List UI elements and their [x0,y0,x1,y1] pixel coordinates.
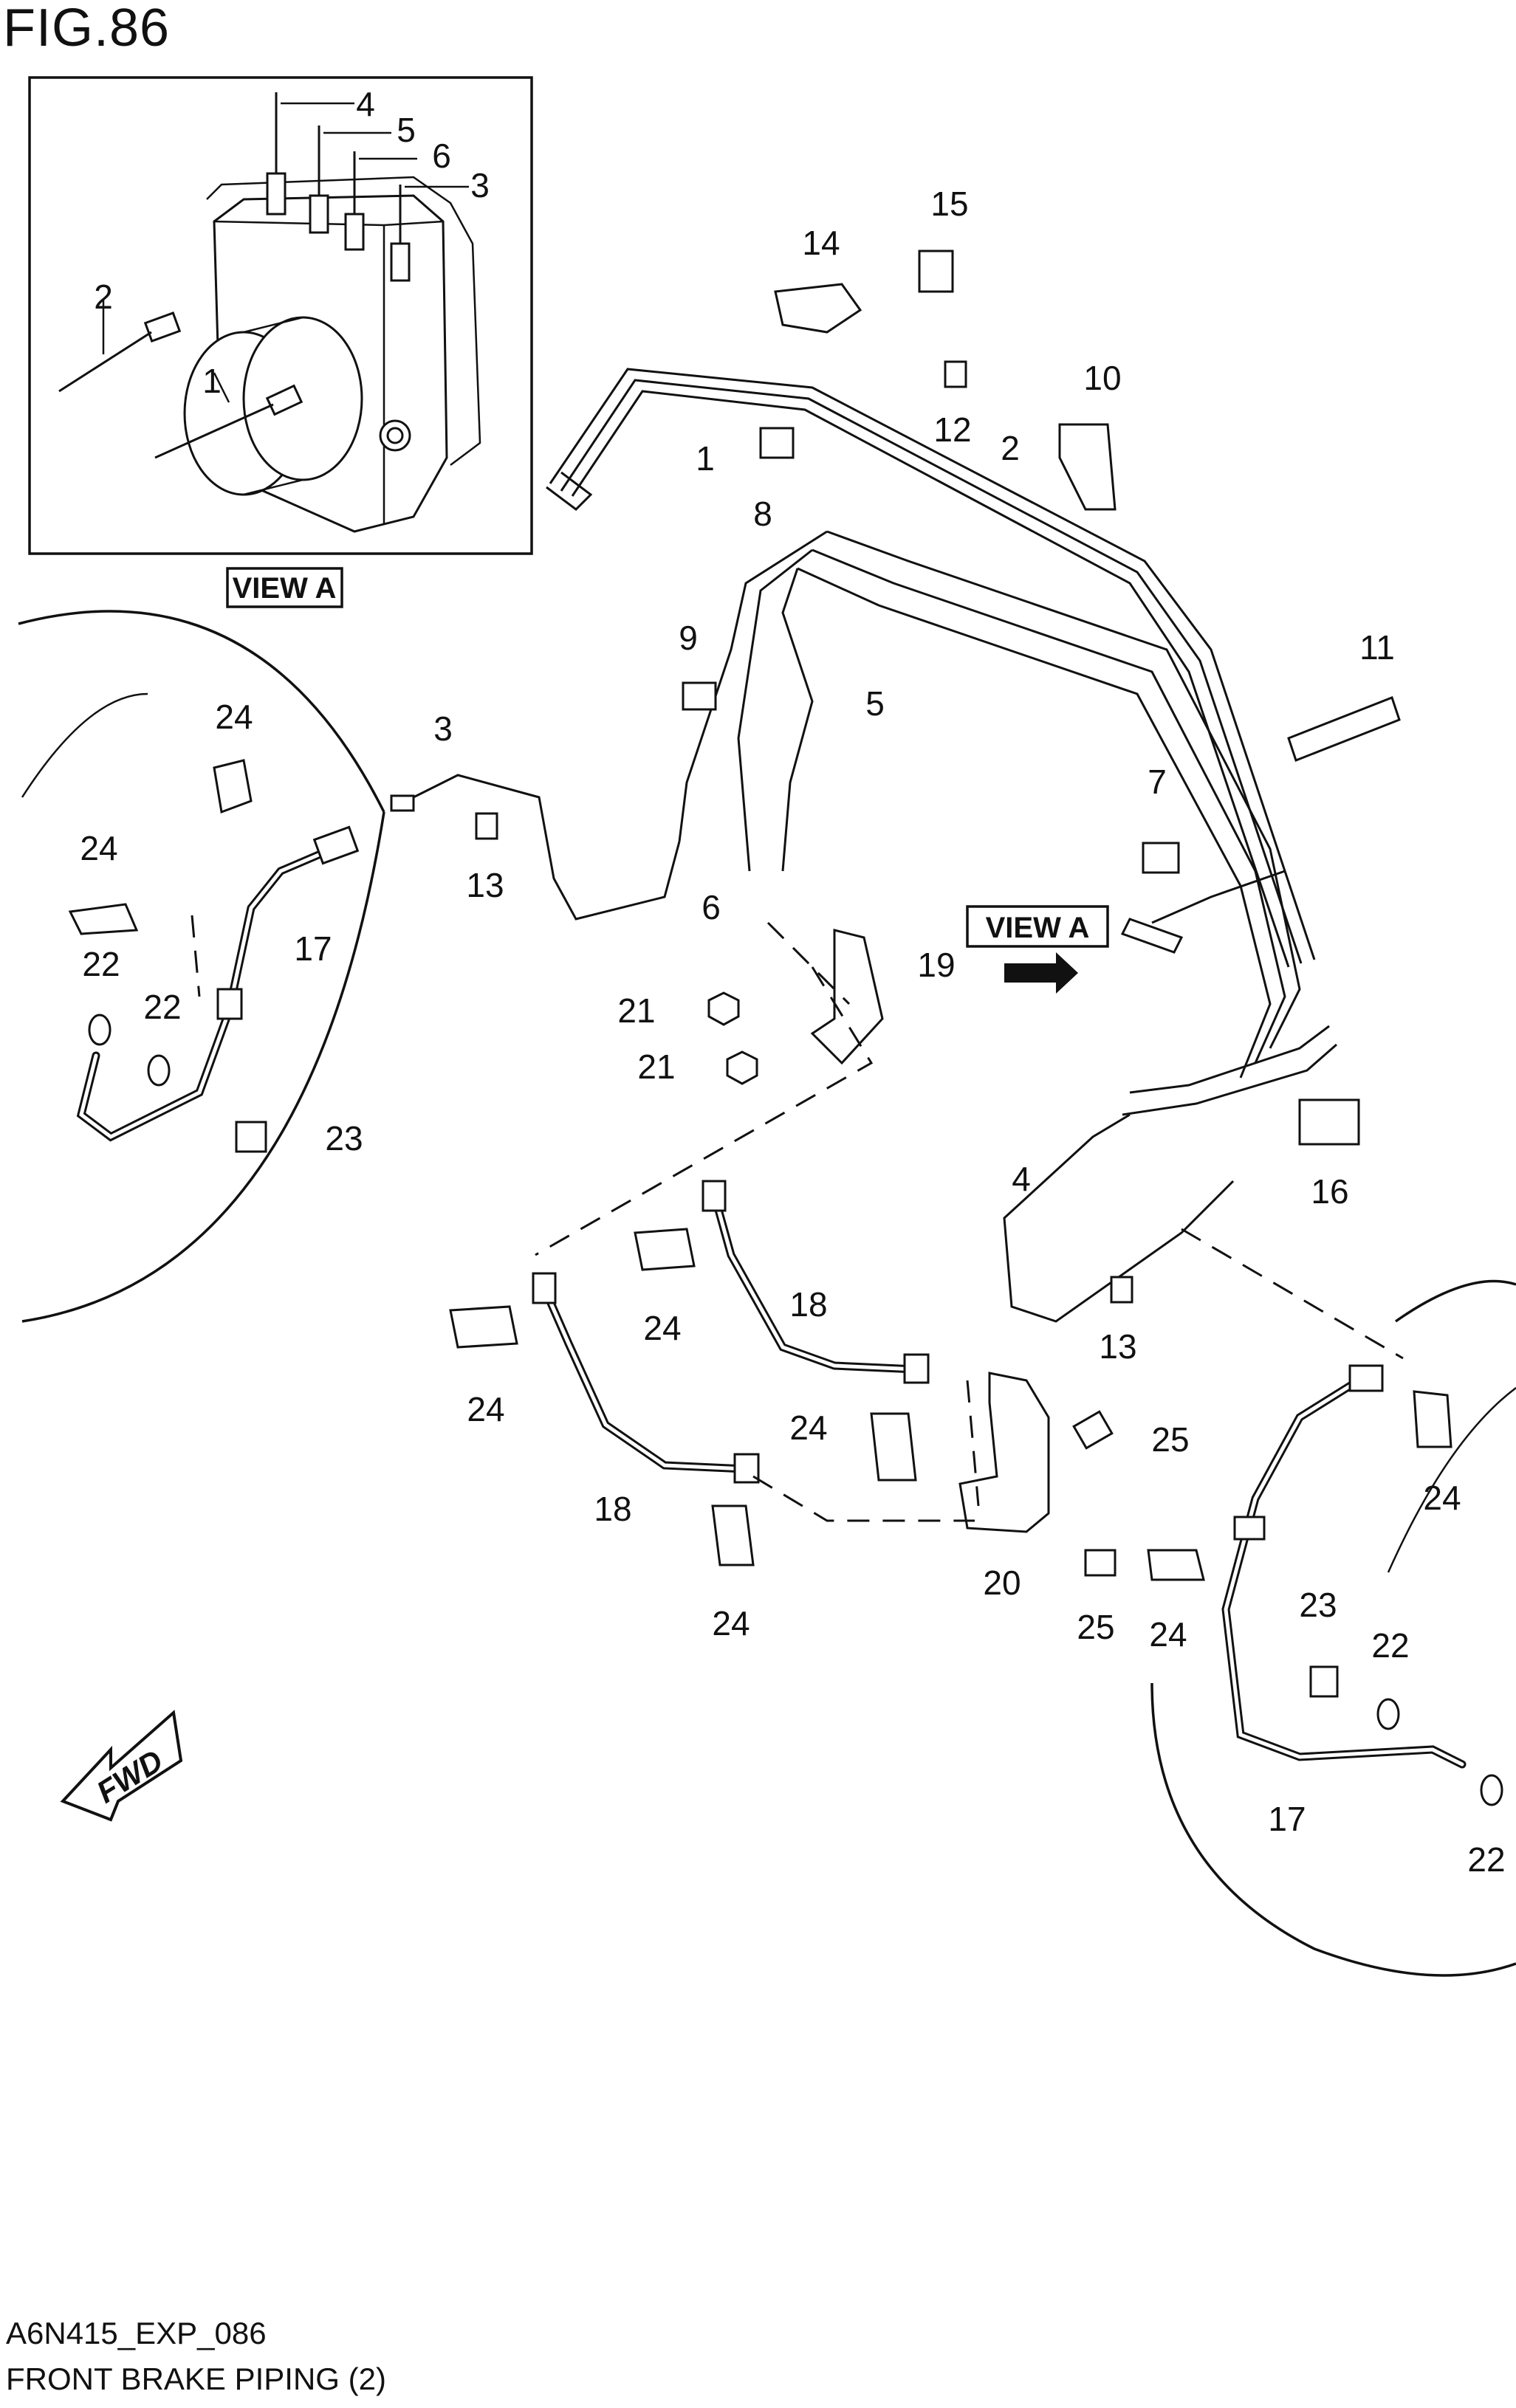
dashed-ref-left [535,966,874,1256]
callout-24: 24 [1423,1479,1461,1517]
callout-24: 24 [712,1604,750,1642]
right-wheel-arc-bottom [1150,1682,1516,1977]
left-wheel-arc-top [18,610,385,813]
callout-22: 22 [1467,1840,1505,1879]
callout-22: 22 [1371,1626,1409,1665]
left-wheel-arc-bottom [21,811,385,1323]
callout-17: 17 [1268,1800,1306,1838]
callout-22: 22 [143,988,181,1026]
view-arrow-icon [1004,952,1078,994]
dashed-ref-bracket [766,921,851,1005]
right-wheel-inner [1387,1387,1516,1573]
callout-5: 5 [865,684,885,723]
fwd-arrow-icon: FWD [60,1710,183,1822]
callout-25: 25 [1077,1608,1114,1646]
inset-callout-6: 6 [432,137,451,175]
callout-21: 21 [637,1048,675,1086]
callout-24: 24 [643,1309,681,1347]
callout-24: 24 [215,698,253,736]
callout-18: 18 [594,1490,631,1528]
callout-8: 8 [753,495,772,533]
brackets-and-clips [68,250,1503,1806]
callout-23: 23 [325,1119,363,1157]
view-a-marker: VIEW A [986,912,1090,944]
callout-22: 22 [82,945,120,983]
drawing-caption: FRONT BRAKE PIPING (2) [6,2361,386,2396]
callout-17: 17 [294,929,332,968]
callout-23: 23 [1299,1586,1337,1624]
view-a-label: VIEW A [233,572,337,605]
inset-callout-3: 3 [470,166,490,204]
inset-callout-1: 1 [202,362,222,400]
callout-24: 24 [789,1408,827,1447]
view-a-label-box [226,567,343,608]
dashed-ref-hose [752,1475,975,1522]
callout-18: 18 [789,1285,827,1324]
callout-7: 7 [1148,763,1167,801]
callout-10: 10 [1083,359,1121,397]
inset-view-a [28,76,533,555]
callout-16: 16 [1311,1172,1348,1211]
brake-pipes [390,368,1337,1323]
callout-11: 11 [1359,628,1395,667]
callout-20: 20 [983,1564,1021,1602]
inset-callout-4: 4 [356,85,375,123]
drawing-code: A6N415_EXP_086 [6,2316,267,2350]
callout-3: 3 [433,709,453,748]
callout-6: 6 [702,888,721,926]
callout-25: 25 [1151,1420,1189,1459]
callout-1: 1 [696,439,715,478]
callout-24: 24 [80,829,117,867]
callout-19: 19 [917,946,955,984]
callout-24: 24 [1149,1615,1187,1654]
dashed-ref-right [1181,1228,1404,1360]
callout-2: 2 [1001,429,1020,467]
inset-callout-2: 2 [94,278,113,316]
callout-14: 14 [802,224,840,262]
callout-24: 24 [467,1390,504,1428]
callout-12: 12 [933,410,971,449]
right-wheel-arc-top [1394,1279,1516,1323]
left-wheel-inner [21,692,148,798]
dashed-ref-bracket20 [966,1380,980,1507]
view-a-marker-box [966,905,1109,948]
inset-callout-5: 5 [397,111,416,149]
figure-title: FIG.86 [3,0,171,58]
callout-21: 21 [617,991,655,1030]
callout-9: 9 [679,619,698,657]
brake-hoses [76,825,1467,1769]
callout-4: 4 [1012,1160,1031,1198]
callout-15: 15 [930,185,968,223]
callout-13: 13 [1099,1327,1136,1366]
callout-13: 13 [466,866,504,904]
dashed-ref-clip [191,915,201,997]
